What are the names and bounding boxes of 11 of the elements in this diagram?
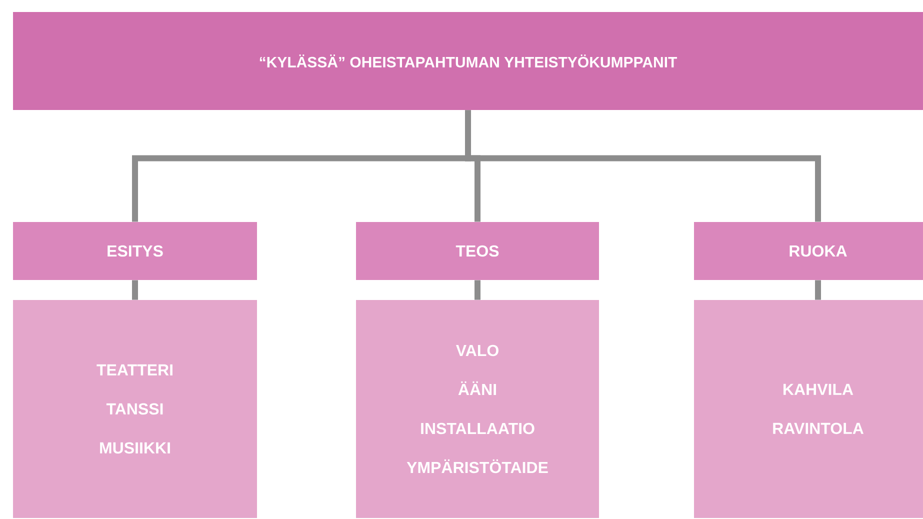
item-box: TEATTERI TANSSI MUSIIKKI [13,300,257,518]
item-box: KAHVILA RAVINTOLA [694,300,923,518]
category-box: TEOS [356,222,599,280]
connector-line [474,280,480,300]
connector-line [132,280,138,300]
title-banner: “KYLÄSSÄ” OHEISTAPAHTUMAN YHTEISTYÖKUMPPANIT [13,12,923,110]
category-box: ESITYS [13,222,257,280]
category-box: RUOKA [694,222,923,280]
connector-line [465,110,821,222]
connector-line [815,280,821,300]
item-box: VALO ÄÄNI INSTALLAATIO YMPÄRISTÖTAIDE [356,300,599,518]
